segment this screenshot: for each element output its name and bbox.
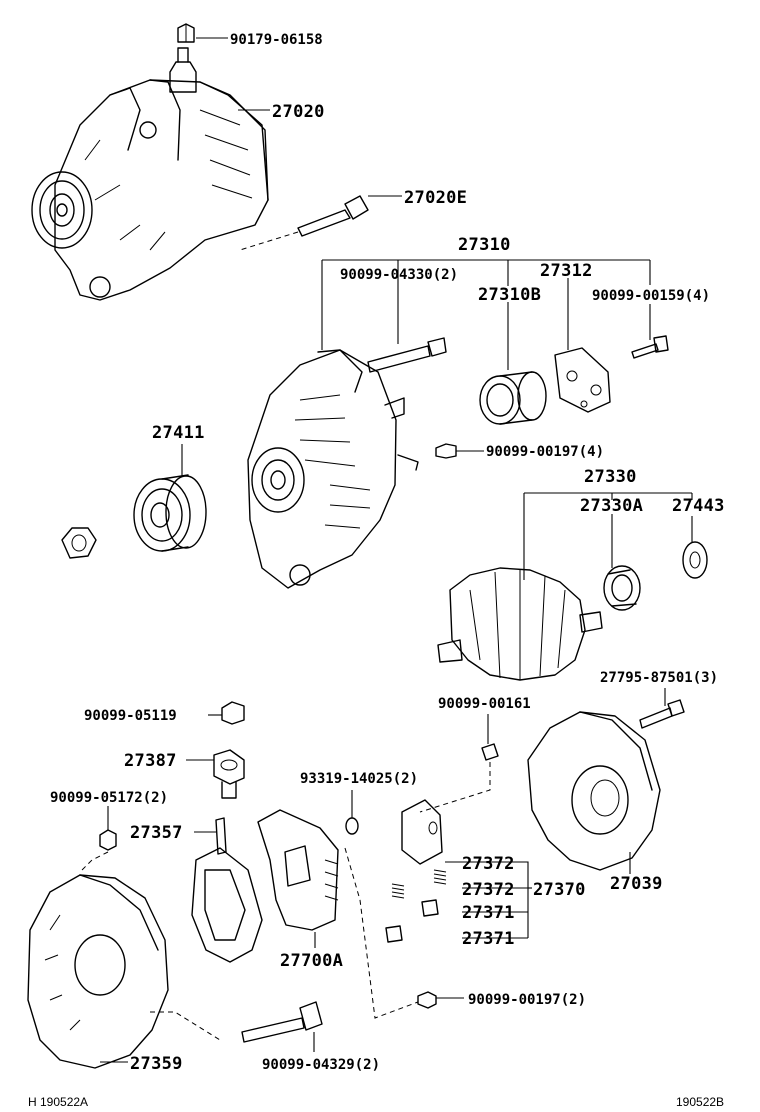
pulley-27411[interactable] [133, 474, 207, 552]
label-90099-00197-2[interactable]: 90099-00197(2) [468, 992, 586, 1008]
bracket-27370 [445, 861, 532, 939]
washer-27443[interactable] [682, 541, 708, 579]
screw-90099-00197-4[interactable] [435, 443, 457, 459]
rotor-27330[interactable] [437, 567, 603, 681]
nut-90179-06158[interactable] [177, 23, 195, 43]
brush-holder-27370[interactable] [401, 799, 443, 865]
label-27443[interactable]: 27443 [672, 496, 725, 516]
screw-90099-00197-2[interactable] [344, 847, 437, 1019]
label-90099-00197-4[interactable]: 90099-00197(4) [486, 444, 604, 460]
rear-end-cover-27039[interactable] [527, 711, 661, 871]
screw-90099-00161[interactable] [419, 743, 499, 813]
bearing-27330A[interactable] [603, 565, 641, 611]
footer-left-code: H 190522A [28, 1095, 88, 1109]
label-27330A[interactable]: 27330A [580, 496, 643, 516]
label-90099-04329[interactable]: 90099-04329(2) [262, 1057, 380, 1073]
rectifier-end-frame-27359[interactable] [27, 874, 221, 1069]
label-27387[interactable]: 27387 [124, 751, 177, 771]
terminal-stud [169, 47, 197, 93]
pulley-on-alternator [31, 171, 93, 249]
label-27357[interactable]: 27357 [130, 823, 183, 843]
regulator-27700A[interactable] [257, 809, 339, 931]
drive-end-boss [251, 447, 305, 513]
label-27372-a[interactable]: 27372 [462, 854, 515, 874]
label-90099-00159[interactable]: 90099-00159(4) [592, 288, 710, 304]
label-93319-14025[interactable]: 93319-14025(2) [300, 771, 418, 787]
label-27310[interactable]: 27310 [458, 235, 511, 255]
label-27795-87501[interactable]: 27795-87501(3) [600, 670, 718, 686]
bearing-27310B[interactable] [479, 371, 547, 425]
spring-27372-a [433, 869, 447, 885]
footer-right-code: 190522B [676, 1095, 724, 1109]
terminal-insulator-27387[interactable] [213, 749, 245, 799]
label-27371-b[interactable]: 27371 [462, 929, 515, 949]
label-27020[interactable]: 27020 [272, 102, 325, 122]
bolt-90099-04329[interactable] [241, 1001, 323, 1043]
brush-27371-b [385, 925, 403, 943]
retainer-plate-27312[interactable] [554, 347, 611, 413]
leader-lines [100, 37, 693, 1063]
spring-27372-b [391, 883, 405, 899]
stud-bolt-90099-04330[interactable] [367, 337, 447, 373]
label-27020E[interactable]: 27020E [404, 188, 467, 208]
screw-93319-14025[interactable] [345, 790, 359, 835]
alternator-assembly-27020[interactable] [54, 79, 269, 301]
label-27312[interactable]: 27312 [540, 261, 593, 281]
nut-90099-05172[interactable] [79, 829, 117, 873]
label-27371-a[interactable]: 27371 [462, 903, 515, 923]
label-90099-05172[interactable]: 90099-05172(2) [50, 790, 168, 806]
label-27310B[interactable]: 27310B [478, 285, 541, 305]
label-27039[interactable]: 27039 [610, 874, 663, 894]
pulley-nut [61, 527, 97, 559]
label-90099-00161[interactable]: 90099-00161 [438, 696, 531, 712]
part-labels: 90179-06158 27020 27020E 27310 90099-043… [50, 32, 725, 1074]
label-90179-06158[interactable]: 90179-06158 [230, 32, 323, 48]
screw-90099-00159[interactable] [631, 335, 669, 359]
drive-end-frame-27310[interactable] [247, 349, 419, 589]
bolt-27795-87501[interactable] [639, 699, 685, 729]
label-90099-05119[interactable]: 90099-05119 [84, 708, 177, 724]
label-27370[interactable]: 27370 [533, 880, 586, 900]
nut-90099-05119[interactable] [221, 701, 245, 725]
label-27700A[interactable]: 27700A [280, 951, 343, 971]
label-27411[interactable]: 27411 [152, 423, 205, 443]
label-27330[interactable]: 27330 [584, 467, 637, 487]
brush-27371-a [421, 899, 439, 917]
label-27372-b[interactable]: 27372 [462, 880, 515, 900]
bolt-27020E[interactable] [239, 195, 369, 251]
label-90099-04330[interactable]: 90099-04330(2) [340, 267, 458, 283]
label-27359[interactable]: 27359 [130, 1054, 183, 1074]
rectifier-27357[interactable] [191, 817, 263, 963]
